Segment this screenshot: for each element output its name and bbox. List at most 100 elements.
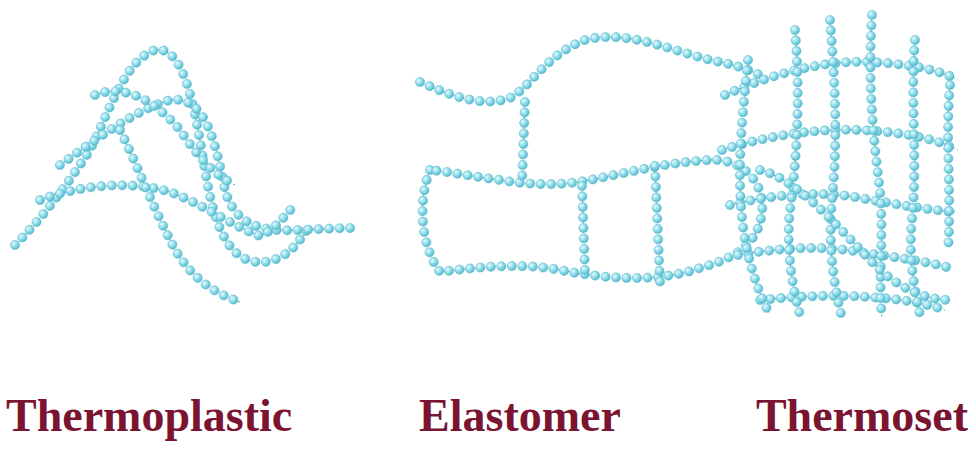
monomer-bead	[202, 172, 211, 181]
monomer-bead	[792, 46, 801, 55]
monomer-bead	[119, 75, 128, 84]
monomer-bead	[601, 272, 610, 281]
monomer-bead	[654, 235, 663, 244]
monomer-bead	[219, 232, 228, 241]
monomer-bead	[515, 87, 524, 96]
monomer-bead	[909, 77, 918, 86]
monomer-bead	[186, 266, 195, 275]
monomer-bead	[192, 148, 201, 157]
monomer-bead	[654, 256, 663, 265]
monomer-bead	[192, 120, 201, 129]
monomer-bead	[90, 90, 99, 99]
monomer-bead	[736, 150, 745, 159]
monomer-bead	[779, 131, 788, 140]
monomer-bead	[793, 88, 802, 97]
monomer-bead	[10, 240, 19, 249]
monomer-bead	[870, 136, 879, 145]
monomer-bead	[579, 223, 588, 232]
monomer-bead	[580, 265, 589, 274]
monomer-bead	[518, 150, 527, 159]
monomer-bead	[650, 162, 659, 171]
monomer-bead	[131, 91, 140, 100]
monomer-bead	[742, 66, 751, 75]
monomer-bead	[788, 277, 797, 286]
monomer-bead	[777, 191, 786, 200]
monomer-bead	[577, 181, 586, 190]
monomer-bead	[748, 137, 757, 146]
monomer-bead	[654, 245, 663, 254]
monomer-bead	[734, 62, 743, 71]
monomer-bead	[475, 97, 484, 106]
monomer-bead	[915, 308, 924, 317]
monomer-bead	[578, 213, 587, 222]
monomer-bead	[486, 262, 495, 271]
monomer-bead	[159, 46, 168, 55]
monomer-bead	[909, 277, 918, 286]
monomer-bead	[756, 214, 765, 223]
monomer-bead	[674, 269, 683, 278]
monomer-bead	[793, 99, 802, 108]
monomer-bead	[598, 173, 607, 182]
monomer-bead	[871, 147, 880, 156]
monomer-bead	[660, 161, 669, 170]
monomer-bead	[944, 164, 953, 173]
monomer-bead	[214, 170, 223, 179]
monomer-bead	[831, 141, 840, 150]
monomer-bead	[118, 181, 127, 190]
monomer-bead	[910, 46, 919, 55]
monomer-bead	[874, 178, 883, 187]
monomer-bead	[271, 254, 280, 263]
monomer-bead	[906, 235, 915, 244]
monomer-bead	[876, 188, 885, 197]
monomer-bead	[921, 258, 930, 267]
monomer-bead	[913, 297, 922, 306]
monomer-bead	[198, 113, 207, 122]
monomer-bead	[753, 224, 762, 233]
monomer-bead	[90, 136, 99, 145]
monomer-bead	[756, 194, 765, 203]
monomer-bead	[254, 231, 263, 240]
monomer-bead	[817, 244, 826, 253]
monomer-bead	[579, 234, 588, 243]
monomer-bead	[736, 202, 745, 211]
monomer-bead	[909, 119, 918, 128]
monomer-bead	[730, 86, 739, 95]
monomer-bead	[653, 214, 662, 223]
monomer-bead	[944, 207, 953, 216]
monomer-bead	[213, 152, 222, 161]
monomer-bead	[826, 26, 835, 35]
monomer-bead	[852, 57, 861, 66]
monomer-bead	[867, 21, 876, 30]
monomer-bead	[82, 150, 91, 159]
monomer-bead	[539, 263, 548, 272]
monomer-bead	[150, 101, 159, 110]
monomer-bead	[663, 43, 672, 52]
monomer-bead	[868, 258, 877, 267]
monomer-bead	[444, 266, 453, 275]
monomer-bead	[944, 133, 953, 142]
monomer-bead	[723, 59, 732, 68]
monomer-bead	[476, 263, 485, 272]
monomer-bead	[432, 166, 441, 175]
monomer-bead	[742, 244, 751, 253]
monomer-bead	[818, 291, 827, 300]
monomer-bead	[570, 40, 579, 49]
monomer-bead	[415, 77, 424, 86]
monomer-bead	[930, 294, 939, 303]
monomer-bead	[132, 58, 141, 67]
monomer-bead	[793, 78, 802, 87]
monomer-bead	[768, 133, 777, 142]
monomer-bead	[829, 173, 838, 182]
monomer-bead	[193, 273, 202, 282]
monomer-bead	[681, 158, 690, 167]
monomer-bead	[35, 195, 44, 204]
thermoplastic-chains	[15, 50, 355, 302]
monomer-bead	[741, 76, 750, 85]
monomer-bead	[795, 308, 804, 317]
monomer-bead	[810, 127, 819, 136]
monomer-bead	[141, 96, 150, 105]
monomer-bead	[185, 139, 194, 148]
monomer-bead	[651, 182, 660, 191]
monomer-bead	[304, 225, 313, 234]
monomer-bead	[655, 277, 664, 286]
